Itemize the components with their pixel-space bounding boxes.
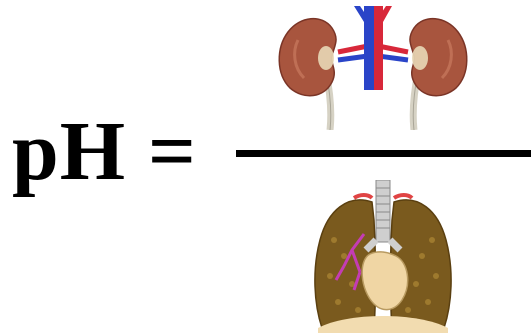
kidneys-icon (268, 2, 478, 130)
fraction-bar (236, 150, 531, 157)
lungs-icon (308, 180, 458, 333)
ph-label: pH = (12, 110, 197, 194)
